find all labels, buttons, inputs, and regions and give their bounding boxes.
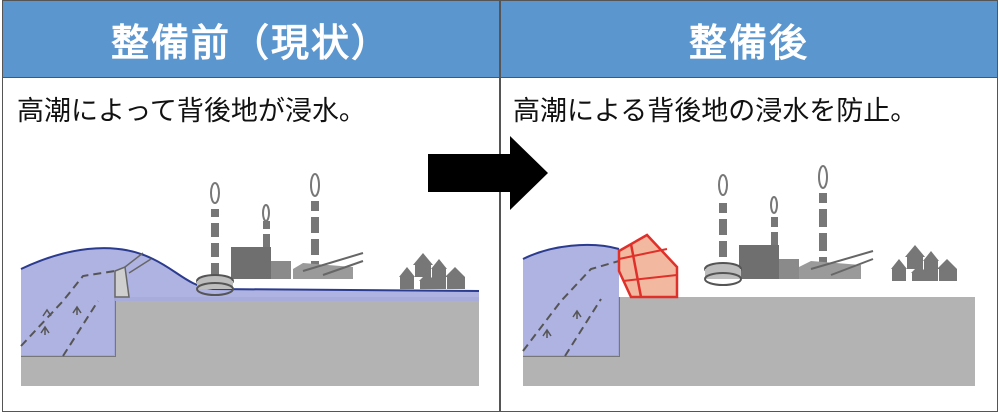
dashed-slope-2 — [62, 300, 99, 357]
seawall-icon — [617, 233, 679, 299]
right-arrow-icon — [428, 136, 548, 210]
houses-icon — [399, 253, 465, 289]
after-title: 整備後 — [501, 1, 997, 78]
sea-water — [21, 248, 479, 356]
ground-block — [21, 297, 479, 386]
seaweed-icon — [40, 305, 82, 335]
sea-water — [523, 244, 619, 356]
factory-icon — [704, 165, 874, 286]
dashed-slope — [522, 260, 620, 352]
after-caption: 高潮による背後地の浸水を防止。 — [513, 96, 918, 127]
water-surface-line — [522, 243, 620, 260]
before-caption: 高潮によって背後地が浸水。 — [17, 96, 366, 127]
water-surface-line — [20, 247, 480, 292]
factory-icon — [196, 173, 364, 296]
houses-icon — [891, 245, 957, 281]
seawall-icon — [114, 252, 152, 298]
before-title: 整備前（現状） — [3, 1, 499, 78]
before-illustration — [20, 173, 480, 386]
ground-block — [523, 297, 975, 386]
after-illustration — [522, 165, 975, 386]
after-panel: 整備後 高潮による背後地の浸水を防止。 — [500, 0, 998, 412]
seaweed-icon — [542, 309, 582, 338]
dashed-slope-2 — [564, 298, 602, 357]
dashed-slope — [20, 270, 116, 347]
before-panel: 整備前（現状） 高潮によって背後地が浸水。 — [2, 0, 500, 412]
